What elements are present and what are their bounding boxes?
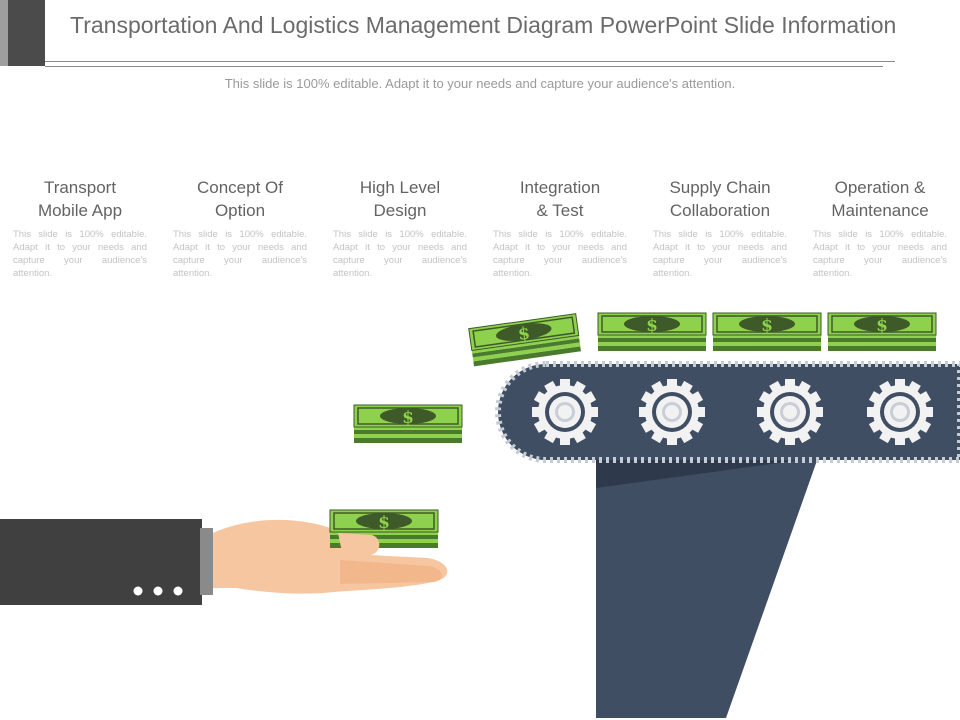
step-title-line-1: Concept Of [197, 178, 283, 197]
step-title-line-1: Transport [43, 178, 117, 197]
dollar-icon: $ [402, 408, 414, 428]
step-column-integration-test: Integration & Test This slide is 100% ed… [493, 176, 627, 280]
step-title: Integration & Test [493, 176, 627, 224]
dollar-icon: $ [378, 513, 390, 533]
money-stack-on-belt: $ [827, 312, 937, 352]
step-column-supply-chain-collaboration: Supply Chain Collaboration This slide is… [653, 176, 787, 280]
conveyor-belt [495, 361, 960, 463]
step-column-concept-of-option: Concept Of Option This slide is 100% edi… [173, 176, 307, 280]
step-title: Supply Chain Collaboration [653, 176, 787, 224]
step-title-line-2: Collaboration [669, 201, 771, 220]
step-title-line-2: Option [214, 201, 266, 220]
step-title: Transport Mobile App [13, 176, 147, 224]
step-title-line-1: Supply Chain [669, 178, 771, 197]
money-stack-falling: $ [353, 404, 463, 444]
step-title: High Level Design [333, 176, 467, 224]
dollar-icon: $ [761, 316, 773, 336]
fingers [340, 560, 442, 584]
step-description: This slide is 100% editable. Adapt it to… [653, 229, 787, 279]
step-description: This slide is 100% editable. Adapt it to… [13, 229, 147, 279]
step-column-high-level-design: High Level Design This slide is 100% edi… [333, 176, 467, 280]
dollar-icon: $ [646, 316, 658, 336]
step-column-operation-maintenance: Operation & Maintenance This slide is 10… [813, 176, 947, 280]
step-title-line-2: Maintenance [831, 201, 929, 220]
step-description: This slide is 100% editable. Adapt it to… [333, 229, 467, 279]
step-title: Operation & Maintenance [813, 176, 947, 224]
dollar-icon: $ [876, 316, 888, 336]
sleeve-button [133, 586, 143, 596]
step-title-line-1: High Level [359, 178, 441, 197]
sleeve-button [173, 586, 183, 596]
step-title-line-2: Mobile App [37, 201, 123, 220]
shirt-cuff [200, 528, 213, 595]
money-stack-on-belt: $ [597, 312, 707, 352]
thumb [338, 533, 380, 555]
receiving-hand: $ [0, 509, 448, 605]
step-description: This slide is 100% editable. Adapt it to… [493, 229, 627, 279]
page-title: Transportation And Logistics Management … [70, 12, 897, 38]
money-stack-on-belt: $ [712, 312, 822, 352]
sleeve [0, 519, 202, 605]
dollar-icon: $ [517, 323, 532, 344]
step-title: Concept Of Option [173, 176, 307, 224]
money-stack-tilted: $ [467, 312, 582, 368]
page-subtitle: This slide is 100% editable. Adapt it to… [224, 76, 736, 91]
step-description: This slide is 100% editable. Adapt it to… [813, 229, 947, 279]
sleeve-button [153, 586, 163, 596]
step-column-transport-mobile-app: Transport Mobile App This slide is 100% … [13, 176, 147, 280]
step-title-line-1: Operation & [834, 178, 926, 197]
step-description: This slide is 100% editable. Adapt it to… [173, 229, 307, 279]
step-title-line-1: Integration [519, 178, 601, 197]
money-stack-in-hand: $ [329, 509, 439, 549]
step-title-line-2: Design [373, 201, 427, 220]
title-divider [45, 61, 895, 62]
corner-accent-block [0, 0, 45, 66]
conveyor-stand [596, 452, 820, 718]
title-divider-secondary [45, 66, 883, 67]
step-title-line-2: & Test [536, 201, 584, 220]
